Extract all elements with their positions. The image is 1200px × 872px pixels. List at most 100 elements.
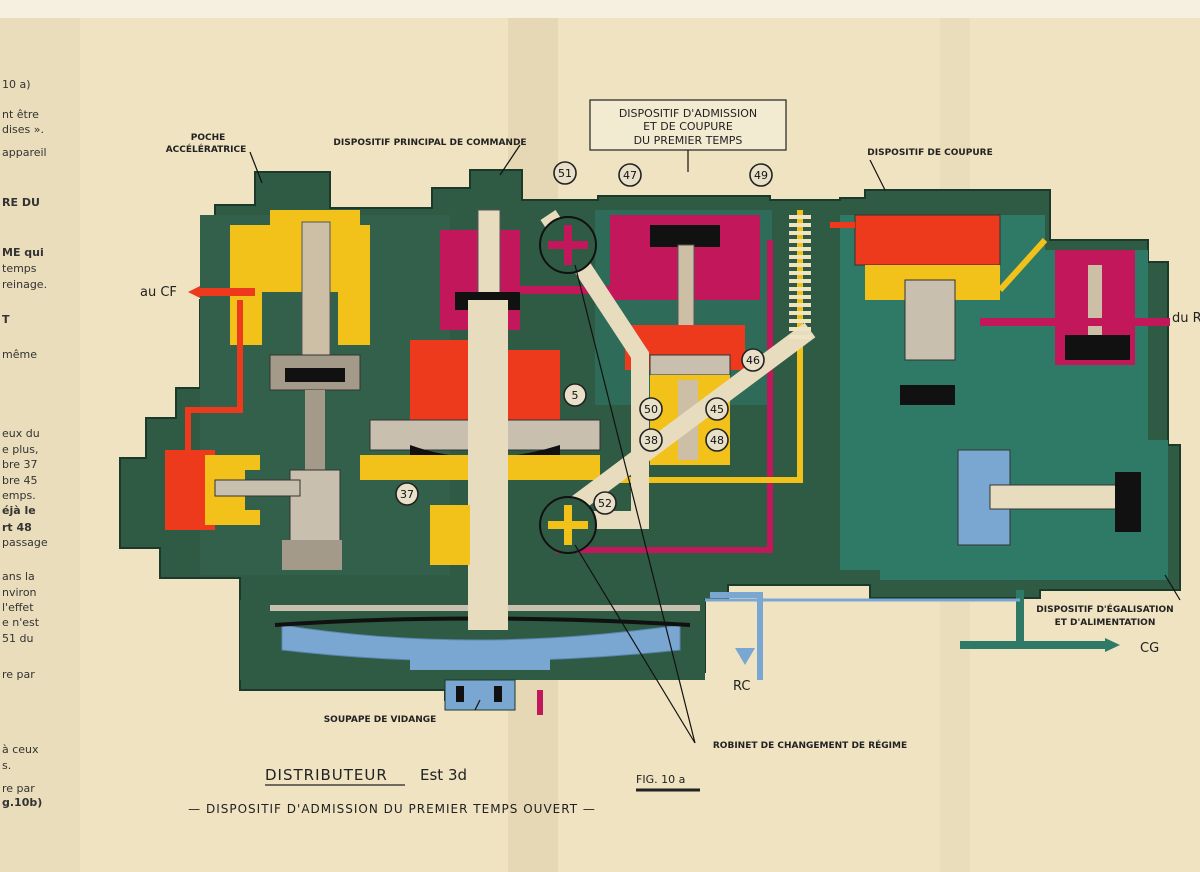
part-number-52: 52 [593,491,617,515]
left-page-text-line: 10 a) [2,78,31,91]
callout-robinet-2 [574,264,696,744]
caption-title: DISTRIBUTEUR [265,766,388,784]
poche-piston-rod [301,221,331,363]
poche-lower-foot [282,540,342,570]
part-number-label: 50 [644,403,658,416]
left-side-valve [165,450,301,530]
left-page-text-line: s. [2,759,11,772]
part-number-48: 48 [705,428,729,452]
left-valve-stem [214,479,301,497]
left-page-text-line: 51 du [2,632,33,645]
admission-top-valve [650,225,720,247]
principal-center-stem [468,300,508,630]
egalisation-valve [1115,472,1141,532]
robinet-lower [539,496,597,554]
label-poche-line2: ACCÉLÉRATRICE [166,143,247,155]
callout-egalisation [1164,574,1181,601]
ra-rod [1088,265,1102,345]
part-number-49: 49 [749,163,773,187]
left-red-valve [165,450,215,530]
principal-red-right [500,350,560,420]
part-number-label: 47 [623,169,637,182]
left-page-text-line: appareil [2,146,47,159]
pipe-red-left [185,300,243,455]
left-page-text-line: même [2,348,37,361]
part-number-label: 49 [754,169,768,182]
caption-fig: FIG. 10 a [636,773,685,786]
part-number-label: 38 [644,434,658,447]
left-page-text-line: bre 45 [2,474,38,487]
label-admission-line3: DU PREMIER TEMPS [634,134,743,147]
flow-arrows [188,286,1120,665]
callout-lines [249,144,1181,744]
left-page-text-line: bre 37 [2,458,38,471]
part-number-label: 51 [558,167,572,180]
left-page-text-line: eux du [2,427,40,440]
left-page-text: 10 a) nt être dises ». appareil RE DU ME qui t… [2,78,48,809]
label-admission-line1: DISPOSITIF D'ADMISSION [619,107,757,120]
left-page-text-line: re par [2,782,35,795]
poche-acceleratrice [230,210,370,570]
label-ra: du RA [1172,311,1200,326]
part-number-label: 5 [572,389,579,402]
part-number-label: 45 [710,403,724,416]
left-page-text-line: dises ». [2,123,44,136]
arrow-cf [188,286,200,298]
label-soupape: SOUPAPE DE VIDANGE [324,715,437,725]
left-page-text-line: à ceux [2,743,39,756]
left-page-text-line: e n'est [2,616,40,629]
left-page-text-line: RE DU [2,196,40,209]
callout-robinet-1 [574,544,696,744]
left-page-text-line: nviron [2,586,37,599]
part-number-label: 52 [598,497,612,510]
poche-yellow-body [230,225,370,345]
pipe-magenta-right [555,240,773,553]
drain-valve-part [456,686,464,702]
left-page-text-line: g.10b) [2,796,42,809]
egalisation-blue [957,449,1011,546]
dispositif-egalisation [957,449,1141,546]
callout-principal [499,144,521,176]
label-admission-line2: ET DE COUPURE [643,120,733,133]
drain-valve-block [444,679,516,711]
part-number-38: 38 [639,428,663,452]
left-page-text-line: l'effet [2,601,34,614]
label-egalisation-line2: ET D'ALIMENTATION [1055,618,1156,628]
pipe-yellow-right [600,210,803,483]
poche-valve-seat [285,368,345,382]
left-page-text-line: passage [2,536,48,549]
left-page-edge [0,0,80,872]
part-number-label: 37 [400,488,414,501]
principal-red-left [410,340,470,420]
caption-model: Est 3d [420,766,467,784]
coupure-red-piston [854,214,1001,266]
principal-top-rod [477,209,501,301]
pipe-beige-cross [549,322,816,528]
label-coupure: DISPOSITIF DE COUPURE [867,148,992,158]
part-number-46: 46 [741,348,765,372]
left-page-text-line: ME qui [2,246,44,259]
left-page-text-line: reinage. [2,278,47,291]
left-page-text-line: T [2,313,10,326]
drain-valve-part [494,686,502,702]
blue-center-bottom [410,648,550,670]
callout-poche [249,151,263,184]
callout-soupape [474,699,481,711]
left-page-text-line: nt être [2,108,39,121]
part-number-45: 45 [705,397,729,421]
dispositif-coupure [854,214,1135,405]
label-principal: DISPOSITIF PRINCIPAL DE COMMANDE [333,138,526,148]
arrow-cg [1105,638,1120,652]
label-rc: RC [733,679,750,694]
caption-subtitle: — DISPOSITIF D'ADMISSION DU PREMIER TEMP… [188,802,596,816]
left-page-text-line: temps [2,262,37,275]
left-page-text-line: re par [2,668,35,681]
label-cf: au CF [140,285,177,300]
left-page-text-line: rt 48 [2,521,32,534]
arrow-rc [735,648,755,665]
label-robinet: ROBINET DE CHANGEMENT DE RÉGIME [713,739,907,751]
part-number-37: 37 [395,482,419,506]
principal-lower-yellow [430,505,470,565]
